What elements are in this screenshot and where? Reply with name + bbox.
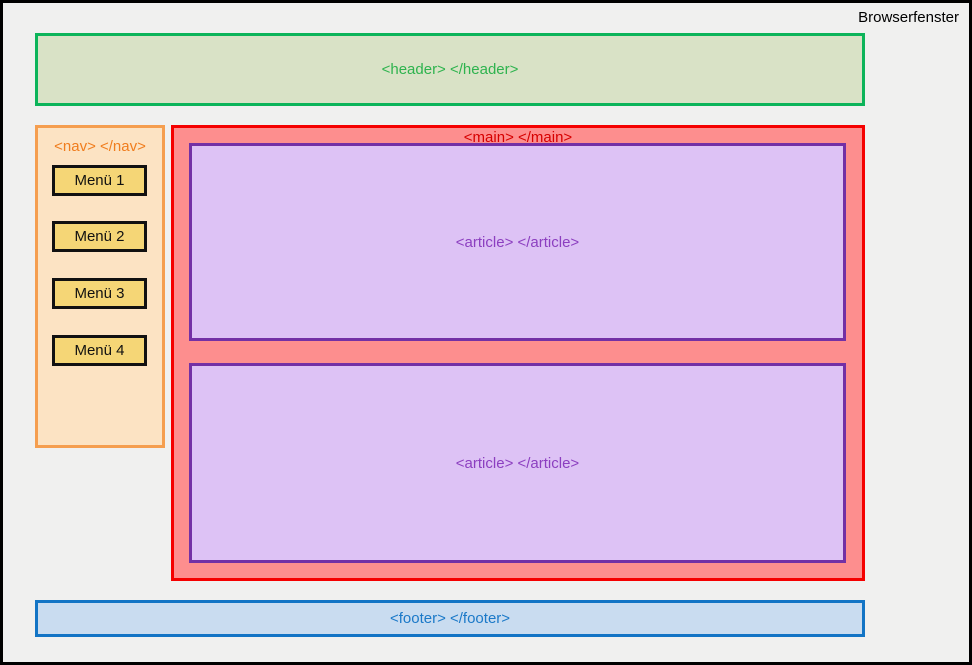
- menu-button-4[interactable]: Menü 4: [52, 335, 147, 366]
- menu-button-3[interactable]: Menü 3: [52, 278, 147, 309]
- article-tag-label-1: <article> </article>: [455, 233, 580, 251]
- article-region-2: <article> </article>: [189, 363, 846, 563]
- footer-tag-label: <footer> </footer>: [389, 610, 511, 627]
- article-tag-label-2: <article> </article>: [455, 454, 580, 472]
- header-region: <header> </header>: [35, 33, 865, 106]
- footer-region: <footer> </footer>: [35, 600, 865, 637]
- header-tag-label: <header> </header>: [381, 61, 519, 78]
- main-region: <main> </main> <article> </article> <art…: [171, 125, 865, 581]
- nav-region: <nav> </nav> Menü 1 Menü 2 Menü 3 Menü 4: [35, 125, 165, 448]
- menu-button-2[interactable]: Menü 2: [52, 221, 147, 252]
- window-title: Browserfenster: [858, 9, 959, 26]
- main-tag-label: <main> </main>: [463, 129, 573, 146]
- nav-tag-label: <nav> </nav>: [54, 138, 146, 155]
- menu-button-1[interactable]: Menü 1: [52, 165, 147, 196]
- article-region-1: <article> </article>: [189, 143, 846, 341]
